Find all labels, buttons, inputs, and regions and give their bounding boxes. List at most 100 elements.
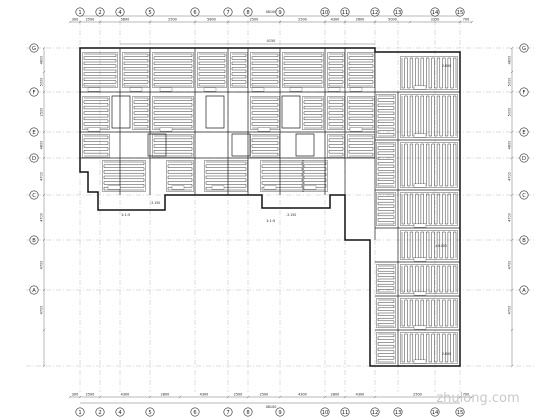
axis-bubble-label: 5 (148, 410, 151, 416)
axis-bubble-label: 5 (148, 10, 151, 16)
axis-bubble-circle (455, 407, 465, 417)
axis-bubble-top: 14 (430, 7, 440, 17)
axis-bubble-label: B (32, 238, 36, 244)
dim-right-tick (510, 130, 514, 134)
axis-bubble-circle (190, 7, 200, 17)
axis-bubble-circle (370, 7, 380, 17)
heating-zone-boundary (347, 96, 375, 130)
axis-bubble-circle (29, 127, 39, 137)
axis-bubble-label: 7 (226, 410, 229, 416)
dim-top-tick (373, 20, 377, 24)
dim-top-label: 2500 (298, 18, 307, 22)
heating-coil-loop (103, 161, 145, 191)
axis-bubble-label: 10 (322, 10, 329, 16)
dim-bottom-label: 2800 (161, 393, 170, 397)
dim-left-label: 4700 (40, 261, 44, 270)
axis-bubble-label: 1 (78, 410, 81, 416)
axis-bubble-label: 7 (226, 10, 229, 16)
heating-coil-loop (348, 53, 374, 87)
dim-top-label: 5800 (207, 18, 216, 22)
axis-bubble-label: 13 (395, 410, 402, 416)
axis-bubble-bottom: 1 (75, 407, 85, 417)
heating-coil-loop (231, 53, 247, 87)
axis-bubble-circle (320, 407, 330, 417)
axis-bubble-circle (75, 407, 85, 417)
axis-bubble-circle (393, 407, 403, 417)
heating-coil-loop (401, 231, 457, 259)
axis-bubble-label: A (522, 288, 526, 294)
axis-bubble-label: E (32, 130, 35, 136)
axis-bubble-bottom: 5 (145, 407, 155, 417)
axis-bubble-circle (115, 407, 125, 417)
dim-bottom-tick (68, 395, 72, 399)
axis-bubble-left: G (29, 43, 39, 53)
dim-top-tick (98, 20, 102, 24)
heating-coil-loop (377, 143, 395, 187)
room-tag-box (413, 183, 427, 188)
heating-coil-loop (205, 161, 247, 191)
dim-top-label: 2500 (86, 18, 95, 22)
axis-bubble-label: 12 (372, 410, 379, 416)
heating-coil-loop (283, 53, 323, 87)
dim-left-tick (42, 364, 46, 368)
room-tag-box (349, 127, 363, 132)
dim-left-tick (42, 328, 46, 332)
dim-bottom-total: 48100 (266, 405, 277, 409)
heating-coil-loop (328, 97, 344, 129)
dim-right-tick (510, 364, 514, 368)
dim-top-label: 2500 (250, 18, 259, 22)
heating-coil-loop (401, 95, 457, 137)
heating-zone-boundary (327, 52, 345, 88)
axis-bubble-left: E (29, 127, 39, 137)
heating-zone-boundary (376, 332, 396, 364)
axis-bubble-label: 4 (118, 10, 122, 16)
heating-zone-boundary (152, 96, 194, 130)
heating-coil-loop (377, 193, 395, 225)
level-bottom: 2.800 (442, 352, 451, 356)
room-tag-box (171, 185, 185, 190)
axis-bubble-label: 13 (395, 10, 402, 16)
axis-bubble-label: 9 (278, 10, 281, 16)
axis-bubble-circle (223, 407, 233, 417)
level-mid: -3.150 (286, 213, 296, 217)
heating-coil-loop (123, 53, 149, 87)
axis-bubble-circle (320, 7, 330, 17)
room-tag-box (129, 87, 143, 92)
axis-bubble-bottom: 10 (320, 407, 330, 417)
axis-bubble-bottom: 6 (190, 407, 200, 417)
dim-top-tick (343, 20, 347, 24)
room-tag-box (203, 87, 217, 92)
axis-bubble-circle (145, 7, 155, 17)
heating-coil-loop (83, 135, 109, 157)
dim-right-tick (510, 70, 514, 74)
dim-bottom-tick (226, 395, 230, 399)
axis-bubble-circle (275, 407, 285, 417)
dim-bottom-label: 300 (72, 393, 78, 397)
axis-bubble-circle (430, 407, 440, 417)
dim-left-label: 4700 (40, 306, 44, 315)
heating-coil-loop (377, 299, 395, 327)
dim-top-tick (78, 20, 82, 24)
heating-zone-boundary (347, 52, 375, 88)
dim-bottom-label: 4300 (200, 393, 209, 397)
heating-zone-boundary (400, 264, 458, 294)
room-tag-box (87, 127, 101, 132)
dim-bottom-tick (458, 395, 462, 399)
heating-zone-boundary (400, 298, 458, 328)
dim-bottom-label: 2500 (234, 393, 243, 397)
room-tag-box (87, 87, 101, 92)
room-tag-box (251, 87, 265, 92)
dim-top-label: 700 (463, 18, 469, 22)
axis-bubble-label: 4 (118, 410, 122, 416)
heating-coil-loop (377, 95, 395, 137)
heating-zone-boundary (282, 52, 324, 88)
axis-bubble-circle (95, 407, 105, 417)
room-tag-box (257, 127, 271, 132)
heating-coil-loop (377, 265, 395, 293)
axis-bubble-label: G (522, 46, 526, 52)
axis-bubble-bottom: 15 (455, 407, 465, 417)
level-left: -3.150 (150, 201, 160, 205)
axis-bubble-label: 12 (372, 10, 379, 16)
heating-zone-boundary (400, 230, 458, 260)
heating-coil-loop (328, 53, 344, 87)
